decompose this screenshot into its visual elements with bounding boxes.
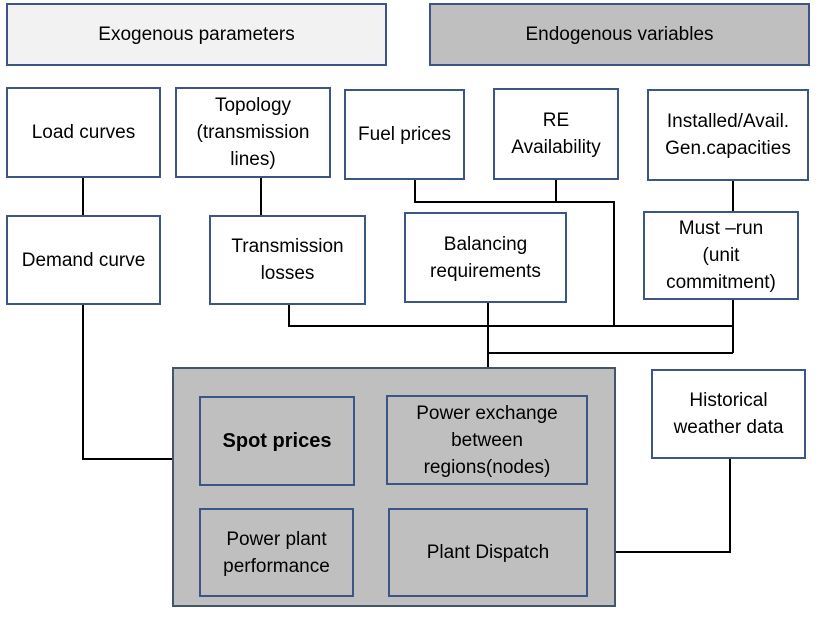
- topology-node: Topology (transmission lines): [175, 87, 331, 178]
- must-run-node: Must –run (unit commitment): [643, 211, 799, 300]
- connector-demand-spot: [82, 305, 199, 460]
- balancing-requirements-node: Balancing requirements: [404, 212, 567, 303]
- connector-weather-dispatch: [588, 459, 731, 553]
- exogenous-parameters-header: Exogenous parameters: [6, 3, 387, 66]
- transmission-losses-node: Transmission losses: [209, 215, 366, 305]
- plant-dispatch-node: Plant Dispatch: [388, 508, 588, 597]
- historical-weather-node: Historical weather data: [651, 369, 806, 459]
- fuel-prices-node: Fuel prices: [344, 89, 465, 180]
- load-curves-node: Load curves: [6, 87, 161, 178]
- connector-losses-bus: [288, 305, 733, 327]
- demand-curve-node: Demand curve: [6, 215, 161, 305]
- connector-fuel-bus: [414, 180, 615, 326]
- spot-prices-node: Spot prices: [199, 396, 355, 486]
- endogenous-variables-header: Endogenous variables: [429, 3, 810, 66]
- re-availability-node: RE Availability: [493, 88, 619, 180]
- installed-capacities-node: Installed/Avail. Gen.capacities: [647, 89, 809, 181]
- power-exchange-node: Power exchange between regions(nodes): [386, 395, 588, 485]
- power-plant-performance-node: Power plant performance: [199, 508, 354, 597]
